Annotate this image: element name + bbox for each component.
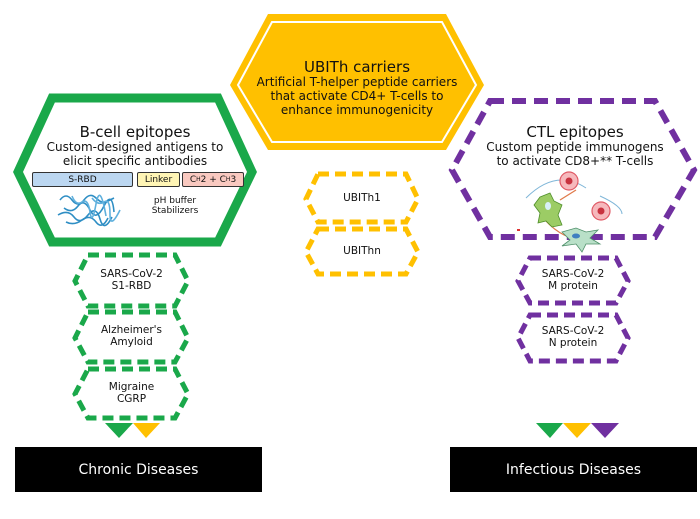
ctl-item-hexagon-2 — [515, 312, 631, 364]
ctl-item-line2: M protein — [548, 280, 598, 293]
bcell-hexagon — [13, 93, 257, 247]
bcell-item-hexagon-1 — [72, 252, 191, 309]
ubith-item: UBITh1 — [343, 192, 381, 204]
ubith-hexagon — [230, 14, 484, 150]
bcell-note: Stabilizers — [151, 206, 199, 217]
segment-s-rbd: S-RBD — [32, 172, 133, 187]
ctl-description-line: Custom peptide immunogens — [486, 140, 664, 154]
green-triangle-right — [536, 423, 563, 438]
ubith-description-line: enhance immunogenicity — [280, 102, 434, 117]
bcell-description-line: elicit specific antibodies — [62, 153, 208, 168]
protein-structure-icon — [57, 194, 121, 227]
segment-subscript: H — [196, 176, 201, 183]
bcell-note: pH buffer — [153, 196, 197, 206]
bcell-item: Alzheimer's Amyloid — [75, 324, 188, 348]
infectious-diseases-bar: Infectious Diseases — [450, 447, 697, 492]
ubith-description-line: Artificial T-helper peptide carriers — [256, 75, 458, 89]
purple-triangle-right — [591, 423, 619, 438]
segment-text: 3 — [230, 174, 237, 185]
bcell-item-line2: S1-RBD — [111, 280, 152, 293]
ubith-hexagon-inner-border — [236, 21, 478, 143]
ctl-item: SARS-CoV-2 N protein — [518, 325, 628, 349]
bcell-item-line1: Migraine — [108, 381, 155, 393]
yellow-triangle-left — [133, 423, 160, 438]
bcell-description: Custom-designed antigens to elicit speci… — [25, 140, 245, 169]
yellow-triangle-right — [563, 423, 591, 438]
ctl-description-line: to activate CD8+** T-cells — [496, 153, 654, 168]
ctl-item-line1: SARS-CoV-2 — [541, 268, 605, 280]
ctl-description: Custom peptide immunogens to activate CD… — [460, 140, 690, 169]
segment-text: 2 + C — [200, 174, 226, 185]
bcell-item-line2: CGRP — [116, 393, 147, 406]
bcell-item: Migraine CGRP — [75, 381, 188, 405]
ctl-hexagon — [448, 98, 698, 240]
t-cell-activation-diagram — [517, 171, 623, 253]
ubith-item-hexagon-2 — [303, 226, 421, 277]
ctl-item: SARS-CoV-2 M protein — [518, 268, 628, 292]
bcell-item-hexagon-3 — [72, 366, 191, 421]
segment-text: C — [189, 174, 197, 185]
bcell-item: SARS-CoV-2 S1-RBD — [75, 268, 188, 292]
bcell-item-hexagon-2 — [72, 309, 191, 365]
chronic-diseases-bar: Chronic Diseases — [15, 447, 262, 492]
ubith-description-line: that activate CD4+ T-cells to — [270, 88, 444, 103]
bcell-title: B-cell epitopes — [79, 123, 191, 141]
ubith-title: UBITh carriers — [303, 58, 411, 76]
bcell-item-line2: Amyloid — [110, 336, 153, 349]
bcell-notes: pH buffer Stabilizers — [140, 196, 210, 217]
ubith-item: UBIThn — [343, 245, 381, 257]
bcell-description-line: Custom-designed antigens to — [46, 140, 224, 154]
ubith-description: Artificial T-helper peptide carriers tha… — [238, 75, 476, 117]
ctl-item-line1: SARS-CoV-2 — [541, 325, 605, 337]
bcell-item-line1: Alzheimer's — [100, 324, 162, 336]
segment-linker: Linker — [137, 172, 180, 187]
bcell-item-line1: SARS-CoV-2 — [100, 268, 163, 280]
ubith-item-hexagon-1 — [303, 171, 421, 225]
ctl-title: CTL epitopes — [526, 123, 624, 141]
segment-subscript: H — [225, 176, 231, 183]
ctl-item-hexagon-1 — [515, 255, 631, 306]
green-triangle-left — [105, 423, 133, 438]
ctl-item-line2: N protein — [548, 337, 598, 350]
